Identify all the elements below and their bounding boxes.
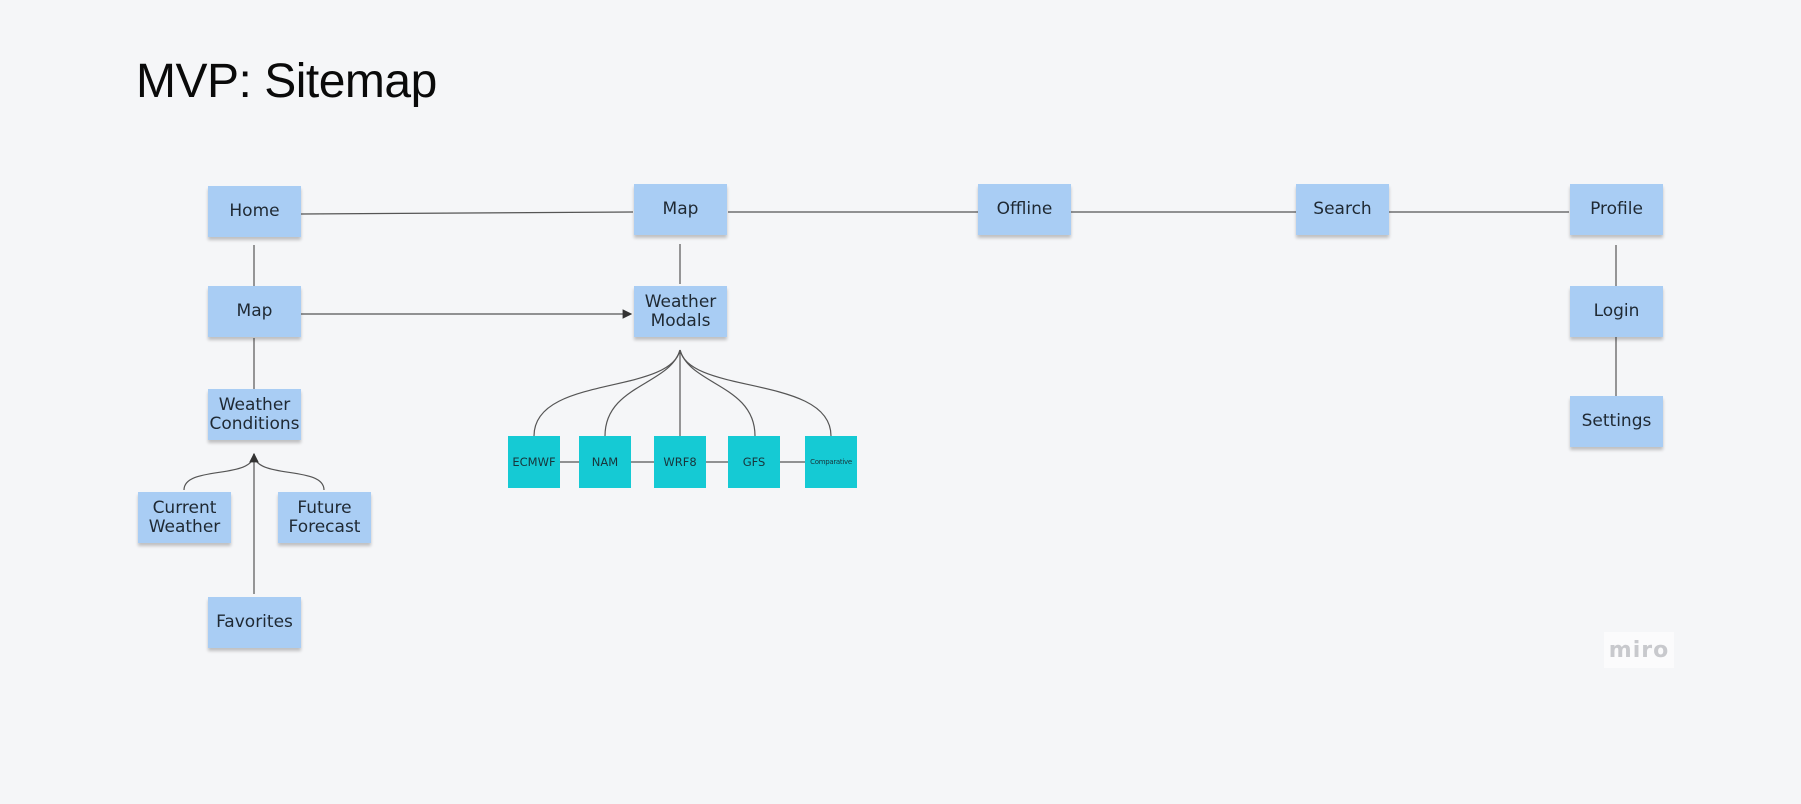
connector-modals-gfs: [679, 349, 756, 437]
model-nam[interactable]: NAM: [579, 436, 631, 488]
node-weather-conditions[interactable]: Weather Conditions: [208, 389, 301, 440]
connector-home-map: [300, 211, 634, 215]
page-title: MVP: Sitemap: [136, 55, 437, 108]
connector-modals-comparative: [679, 349, 832, 437]
connector-modals-ecmwf: [533, 349, 681, 437]
node-current-weather[interactable]: Current Weather: [138, 492, 231, 543]
node-offline[interactable]: Offline: [978, 184, 1071, 235]
node-favorites[interactable]: Favorites: [208, 597, 301, 648]
node-map[interactable]: Map: [634, 184, 727, 235]
node-home-map[interactable]: Map: [208, 286, 301, 337]
node-weather-modals[interactable]: Weather Modals: [634, 286, 727, 337]
node-future-forecast[interactable]: Future Forecast: [278, 492, 371, 543]
model-wrf8[interactable]: WRF8: [654, 436, 706, 488]
connector-forecast-conditions: [253, 453, 325, 491]
connector-modals-nam: [604, 349, 681, 437]
node-profile[interactable]: Profile: [1570, 184, 1663, 235]
model-comparative[interactable]: Comparative: [805, 436, 857, 488]
node-search[interactable]: Search: [1296, 184, 1389, 235]
node-home[interactable]: Home: [208, 186, 301, 237]
node-settings[interactable]: Settings: [1570, 396, 1663, 447]
connector-current-conditions: [183, 453, 255, 491]
miro-logo: miro: [1604, 632, 1674, 668]
model-ecmwf[interactable]: ECMWF: [508, 436, 560, 488]
node-login[interactable]: Login: [1570, 286, 1663, 337]
model-gfs[interactable]: GFS: [728, 436, 780, 488]
